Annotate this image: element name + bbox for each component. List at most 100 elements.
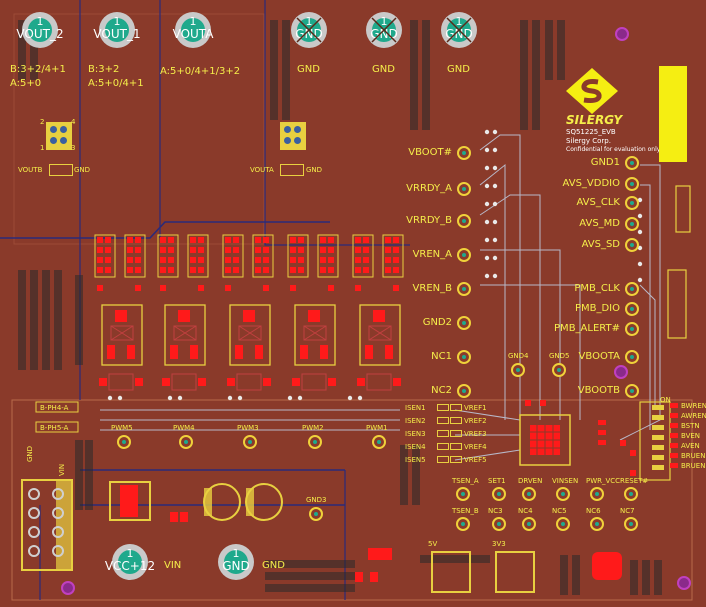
rail-core [181,18,205,42]
testpoint-set1[interactable] [492,487,506,501]
input-pin-2[interactable] [28,507,40,519]
testpoint-gnd5[interactable] [552,363,566,377]
testpoint-pwr-vcc[interactable] [590,487,604,501]
vref-label-4: VREF4 [464,443,487,451]
testpoint-pmb-clk[interactable] [625,282,639,296]
enable-label-2: AWREN [681,412,706,420]
jumper-note-vout1-a: A:5+0/4+1 [88,78,144,89]
isen-pad-3[interactable] [437,430,449,437]
testpoint-pwm2[interactable] [308,435,322,449]
testpoint-nc6[interactable] [590,517,604,531]
rail-pin-number: 1 [455,15,463,28]
vref-pad-4[interactable] [450,443,462,450]
testpoint-avs-clk[interactable] [625,196,639,210]
input-pin-4[interactable] [28,545,40,557]
gnd-cross-icon [296,17,322,43]
testpoint-label-gnd2: GND2 [422,317,452,328]
testpoint-pwm4[interactable] [179,435,193,449]
testpoint-vrrdy-b[interactable] [457,214,471,228]
testpoint-gnd1[interactable] [625,156,639,170]
jumper-header-voutb[interactable] [46,122,72,150]
isen-pad-1[interactable] [437,404,449,411]
testpoint-reset-[interactable] [624,487,638,501]
via-dot [492,183,498,189]
testpoint-pwm3[interactable] [243,435,257,449]
testpoint-vinsen[interactable] [556,487,570,501]
testpoint-tsen-a[interactable] [456,487,470,501]
input-pin-1[interactable] [28,488,40,500]
rail-net-label-6: GND [447,64,470,75]
pin-label-2: 2 [40,118,45,126]
via-dot [637,261,643,267]
testpoint-avs-sd[interactable] [625,238,639,252]
testpoint-label-pmb-dio: PMB_DIO [574,303,620,314]
vref-pad-1[interactable] [450,404,462,411]
testpoint-nc3[interactable] [492,517,506,531]
testpoint-vboota[interactable] [625,350,639,364]
testpoint-vbootb[interactable] [625,384,639,398]
bottom-rail-side-label-2: GND [262,560,285,571]
testpoint-gnd3[interactable] [309,507,323,521]
rail-pin-number: 1 [113,15,121,28]
testpoint-vboot-[interactable] [457,146,471,160]
testpoint-avs-vddio[interactable] [625,177,639,191]
testpoint-pmb-alert-[interactable] [625,322,639,336]
connector-voutb-gnd: GND [74,166,91,174]
connector-voutb[interactable] [49,164,73,176]
input-pin-b-2[interactable] [52,507,64,519]
input-inductor [109,481,151,521]
power-stage-3 [222,234,274,391]
input-pin-3[interactable] [28,526,40,538]
testpoint-pmb-dio[interactable] [625,302,639,316]
label-nc5: NC5 [552,507,567,515]
testpoint-vren-a[interactable] [457,248,471,262]
via-dot [227,395,233,401]
testpoint-gnd4[interactable] [511,363,525,377]
rail-core [105,18,129,42]
input-pin-b-3[interactable] [52,526,64,538]
testpoint-drven[interactable] [522,487,536,501]
vref-pad-5[interactable] [450,456,462,463]
jumper-header-vouta[interactable] [280,122,306,150]
via-dot [107,395,113,401]
testpoint-label-gnd3: GND3 [306,496,327,504]
input-pin-b-4[interactable] [52,545,64,557]
testpoint-gnd2[interactable] [457,316,471,330]
connector-vouta[interactable] [280,164,304,176]
via-dot [117,395,123,401]
testpoint-nc5[interactable] [556,517,570,531]
isen-label-1: ISEN1 [405,404,426,412]
testpoint-pwm1[interactable] [372,435,386,449]
enable-label-5: AVEN [681,442,700,450]
testpoint-label-avs-vddio: AVS_VDDIO [562,178,620,189]
bottom-rail-side-label-1: VIN [164,560,182,571]
testpoint-tsen-b[interactable] [456,517,470,531]
testpoint-nc1[interactable] [457,350,471,364]
via-dot [492,147,498,153]
testpoint-nc7[interactable] [624,517,638,531]
testpoint-nc4[interactable] [522,517,536,531]
silergy-logo [566,68,618,114]
testpoint-avs-md[interactable] [625,217,639,231]
via-dot [484,219,490,225]
isen-pad-2[interactable] [437,417,449,424]
gnd-cross-icon [371,17,397,43]
testpoint-vren-b[interactable] [457,282,471,296]
testpoint-nc2[interactable] [457,384,471,398]
isen-pad-4[interactable] [437,443,449,450]
testpoint-vrrdy-a[interactable] [457,182,471,196]
testpoint-pwm5[interactable] [117,435,131,449]
via-dot [492,165,498,171]
vref-pad-2[interactable] [450,417,462,424]
vref-pad-3[interactable] [450,430,462,437]
input-pin-b-1[interactable] [52,488,64,500]
isen-pad-5[interactable] [437,456,449,463]
